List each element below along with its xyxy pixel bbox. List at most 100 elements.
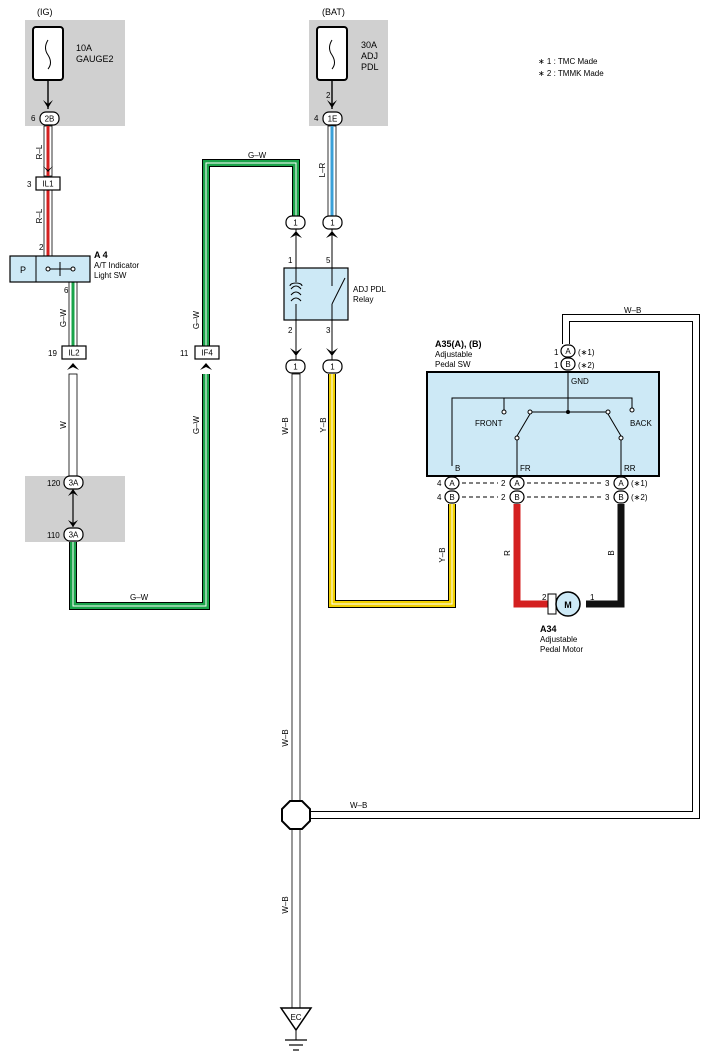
- svg-text:3: 3: [605, 479, 610, 488]
- wire-label-b: B: [607, 550, 616, 555]
- wire-label-gw-top: G–W: [248, 151, 267, 160]
- wire-label-wb-2: W–B: [281, 729, 290, 746]
- connector-il2: IL2: [61, 345, 87, 360]
- svg-text:2: 2: [288, 326, 293, 335]
- a34-id: A34: [540, 624, 557, 634]
- svg-text:IL2: IL2: [68, 349, 80, 358]
- wire-label-gw-mid: G–W: [192, 415, 201, 434]
- svg-text:A: A: [618, 479, 624, 488]
- gauge-fuse-name: GAUGE2: [76, 54, 114, 64]
- svg-text:IF4: IF4: [201, 349, 213, 358]
- svg-text:(∗2): (∗2): [578, 361, 595, 370]
- svg-text:1: 1: [293, 219, 298, 228]
- svg-text:2: 2: [326, 91, 331, 100]
- svg-text:6: 6: [64, 286, 69, 295]
- svg-text:RR: RR: [624, 464, 636, 473]
- svg-text:FRONT: FRONT: [475, 419, 503, 428]
- relay-name-2: Relay: [353, 295, 373, 304]
- note-tmmk: ∗ 2 : TMMK Made: [538, 69, 604, 78]
- wire-w-b-main: [291, 373, 301, 1009]
- adj-pdl-fuse-name-2: PDL: [361, 62, 379, 72]
- a4-name-1: A/T Indicator: [94, 261, 140, 270]
- wire-label-yb-2: Y–B: [438, 547, 447, 562]
- wire-r-l: [43, 125, 53, 257]
- a35-pin-a-top: A: [560, 344, 576, 358]
- svg-text:B: B: [455, 464, 460, 473]
- wire-g-w-a4: [68, 281, 78, 347]
- a35-pedal-switch: [426, 371, 660, 477]
- svg-text:1: 1: [330, 219, 335, 228]
- adj-pdl-fuse-icon: [316, 26, 348, 81]
- svg-text:3A: 3A: [69, 479, 79, 488]
- motor-icon: M: [564, 600, 572, 610]
- svg-text:A: A: [449, 479, 455, 488]
- connector-if4: IF4: [194, 345, 220, 360]
- wire-w: [68, 373, 78, 477]
- svg-text:(∗1): (∗1): [578, 348, 595, 357]
- wire-label-r: R: [503, 550, 512, 556]
- a35-pin-4b: B: [444, 490, 460, 504]
- svg-text:2: 2: [501, 479, 506, 488]
- connector-3a-top: 3A: [63, 475, 84, 490]
- a35-pin-b-top: B: [560, 357, 576, 371]
- svg-text:11: 11: [180, 349, 189, 358]
- svg-text:4: 4: [437, 479, 442, 488]
- svg-text:1: 1: [288, 256, 293, 265]
- wire-g-w-loop: [69, 159, 300, 610]
- svg-text:110: 110: [47, 531, 60, 540]
- connector-il1: IL1: [35, 176, 61, 191]
- svg-text:1: 1: [554, 348, 559, 357]
- a34-motor: M: [547, 591, 581, 617]
- wire-label-lr: L–R: [318, 162, 327, 177]
- ground-ec-icon: [279, 1007, 313, 1051]
- svg-text:1: 1: [293, 363, 298, 372]
- svg-text:1: 1: [330, 363, 335, 372]
- a4-name-2: Light SW: [94, 271, 127, 280]
- a34-name-1: Adjustable: [540, 635, 578, 644]
- gauge-fuse-icon: [32, 26, 64, 81]
- a35-id: A35(A), (B): [435, 339, 482, 349]
- a35-pin-3b: B: [613, 490, 629, 504]
- wire-label-gw-left: G–W: [192, 310, 201, 329]
- a4-switch: P: [9, 255, 91, 283]
- svg-text:A: A: [514, 479, 520, 488]
- svg-text:3: 3: [326, 326, 331, 335]
- svg-text:3: 3: [605, 493, 610, 502]
- gauge-fuse-rating: 10A: [76, 43, 92, 53]
- svg-text:P: P: [20, 265, 26, 275]
- svg-text:4: 4: [314, 114, 319, 123]
- svg-text:19: 19: [48, 349, 57, 358]
- a35-name-2: Pedal SW: [435, 360, 471, 369]
- a35-pin-4a: A: [444, 476, 460, 490]
- wire-label-gw-a4: G–W: [59, 308, 68, 327]
- a34-name-2: Pedal Motor: [540, 645, 583, 654]
- svg-text:B: B: [618, 493, 623, 502]
- svg-text:2B: 2B: [45, 115, 55, 124]
- wire-label-wb-right: W–B: [350, 801, 367, 810]
- wire-l-r: [327, 125, 337, 217]
- svg-text:IL1: IL1: [42, 180, 54, 189]
- wire-label-wb-top: W–B: [624, 306, 641, 315]
- svg-text:2: 2: [542, 593, 547, 602]
- svg-text:1: 1: [590, 593, 595, 602]
- svg-text:FR: FR: [520, 464, 531, 473]
- wire-w-b-loop: [310, 314, 700, 819]
- wire-r: [513, 504, 548, 608]
- wire-label-wb-3: W–B: [281, 896, 290, 913]
- connector-j1-top-left: 1: [285, 215, 306, 230]
- svg-text:120: 120: [47, 479, 61, 488]
- wire-label-gw-bottom: G–W: [130, 593, 149, 602]
- svg-text:B: B: [565, 360, 570, 369]
- connector-j1-top-right: 1: [322, 215, 343, 230]
- wire-label-yb-1: Y–B: [319, 417, 328, 432]
- connector-j1-bottom-right: 1: [322, 359, 343, 374]
- ground-ec-label: EC: [290, 1013, 301, 1022]
- a4-id: A 4: [94, 250, 108, 260]
- note-tmc: ∗ 1 : TMC Made: [538, 57, 598, 66]
- adj-pdl-relay: [283, 267, 349, 321]
- svg-text:2: 2: [501, 493, 506, 502]
- svg-text:B: B: [449, 493, 454, 502]
- connector-1e: 1E: [322, 111, 343, 126]
- svg-text:2: 2: [39, 243, 44, 252]
- svg-text:4: 4: [437, 493, 442, 502]
